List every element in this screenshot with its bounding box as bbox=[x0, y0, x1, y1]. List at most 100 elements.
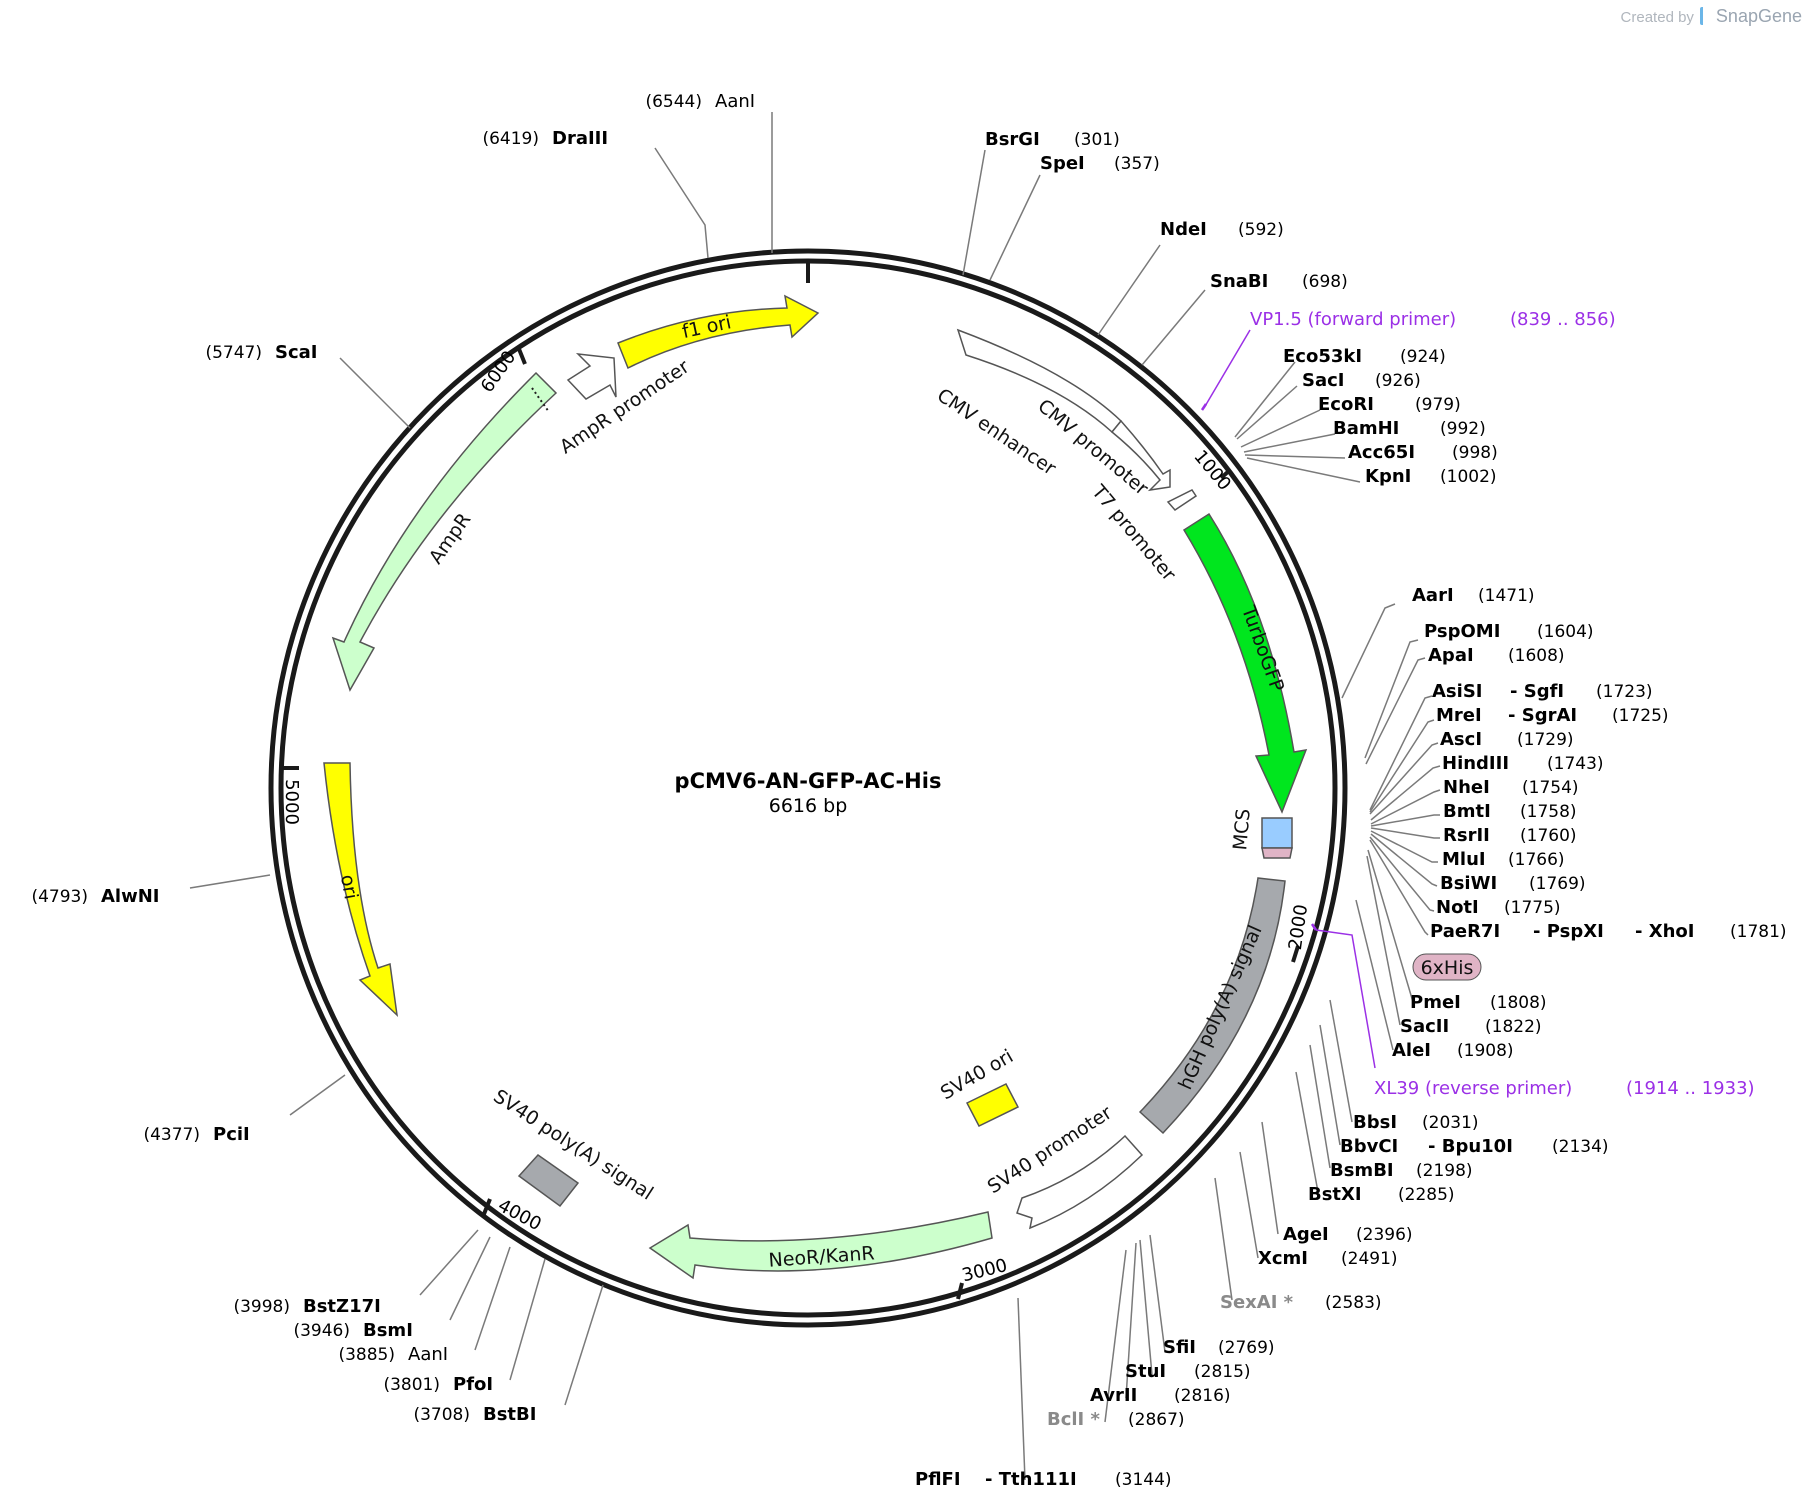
site-label: SexAI * bbox=[1220, 1292, 1294, 1313]
leader-line bbox=[1366, 855, 1401, 1026]
site-position: (2815) bbox=[1194, 1362, 1251, 1382]
primer-reverse-label: XL39 (reverse primer) bbox=[1374, 1078, 1572, 1099]
site-label: AanI bbox=[715, 91, 755, 112]
site-position: (3144) bbox=[1115, 1470, 1172, 1490]
ampr-arrow bbox=[331, 371, 558, 692]
site-label: AlwNI bbox=[101, 886, 160, 907]
sv40-polya-box bbox=[517, 1154, 580, 1208]
feature-label-f1-ori: f1 ori bbox=[680, 311, 733, 343]
site-position: (1775) bbox=[1504, 898, 1561, 918]
leader-line bbox=[1329, 999, 1353, 1123]
site-label: BstZ17I bbox=[303, 1296, 381, 1317]
leader-line bbox=[962, 149, 986, 276]
sv40-promoter-arrow bbox=[1016, 1134, 1144, 1230]
site-position: (2396) bbox=[1356, 1225, 1413, 1245]
site-label: DraIII bbox=[552, 128, 608, 149]
primer-forward-label: VP1.5 (forward primer) bbox=[1250, 309, 1456, 330]
tick-6000 bbox=[517, 348, 527, 365]
site-position: (1769) bbox=[1529, 874, 1586, 894]
site-label: SfiI bbox=[1163, 1337, 1196, 1358]
leader-line bbox=[1243, 433, 1336, 453]
site-position: (3801) bbox=[383, 1375, 440, 1395]
feature-label-ampr-promoter: AmpR promoter bbox=[556, 356, 694, 459]
site-position: (1471) bbox=[1478, 586, 1535, 606]
features bbox=[323, 294, 1308, 1280]
site-label: BstBI bbox=[483, 1404, 536, 1425]
site-label: KpnI bbox=[1365, 466, 1411, 487]
site-label: NheI bbox=[1443, 777, 1490, 798]
site-label: PfoI bbox=[453, 1374, 493, 1395]
f1-ori-arrow bbox=[617, 294, 820, 370]
leader-line bbox=[449, 1236, 491, 1321]
site-label: BsrGI bbox=[985, 129, 1040, 150]
leader-line bbox=[1370, 827, 1440, 839]
neor-kanr-arrow bbox=[648, 1211, 993, 1280]
leader-line bbox=[1125, 1242, 1137, 1399]
site-label: - PspXI bbox=[1533, 921, 1604, 942]
leader-line bbox=[1364, 639, 1419, 759]
site-position: (1766) bbox=[1508, 850, 1565, 870]
leader-line bbox=[1261, 1121, 1279, 1235]
site-position: (1781) bbox=[1730, 922, 1787, 942]
site-position: (3998) bbox=[233, 1297, 290, 1317]
feature-label-mcs: MCS bbox=[1229, 808, 1255, 851]
feature-label-ori: ori bbox=[336, 873, 362, 901]
leader-line bbox=[1239, 1151, 1259, 1259]
plasmid-length: 6616 bp bbox=[769, 795, 848, 817]
site-label: BclI * bbox=[1047, 1409, 1101, 1430]
leader-line bbox=[1355, 899, 1394, 1051]
leader-line bbox=[1236, 385, 1298, 440]
site-label: PciI bbox=[213, 1124, 250, 1145]
site-position: (1604) bbox=[1537, 622, 1594, 642]
site-position: (5747) bbox=[205, 343, 262, 363]
site-label: BsmBI bbox=[1330, 1160, 1394, 1181]
leader-line bbox=[1295, 1071, 1319, 1193]
site-label: NotI bbox=[1436, 897, 1479, 918]
feature-label-cmv-enhancer: CMV enhancer bbox=[933, 384, 1060, 480]
site-label: SnaBI bbox=[1210, 271, 1268, 292]
primer-markers bbox=[1200, 329, 1376, 1069]
leader-line bbox=[419, 1229, 479, 1296]
leader-line bbox=[1141, 289, 1206, 366]
leader-line bbox=[1246, 457, 1361, 483]
site-position: (2134) bbox=[1552, 1137, 1609, 1157]
site-label: BmtI bbox=[1443, 801, 1491, 822]
tick-label-3000: 3000 bbox=[960, 1255, 1010, 1286]
site-position: (592) bbox=[1238, 220, 1284, 240]
feature-label-6xhis: 6xHis bbox=[1421, 957, 1474, 979]
site-label: BbsI bbox=[1353, 1112, 1397, 1133]
site-position: (357) bbox=[1114, 154, 1160, 174]
site-position: (2769) bbox=[1218, 1338, 1275, 1358]
site-position: (926) bbox=[1375, 371, 1421, 391]
site-label: - Tth111I bbox=[985, 1469, 1077, 1490]
leader-line bbox=[1369, 836, 1435, 912]
site-position: (3708) bbox=[413, 1405, 470, 1425]
leader-line bbox=[1370, 789, 1441, 825]
leader-line bbox=[509, 1258, 546, 1381]
leader-line bbox=[1365, 657, 1426, 765]
site-label: ScaI bbox=[275, 342, 317, 363]
ori-arrow bbox=[323, 762, 399, 1018]
site-position: (6419) bbox=[482, 129, 539, 149]
site-label: AsiSI bbox=[1432, 681, 1482, 702]
site-label: SacII bbox=[1400, 1016, 1449, 1037]
leader-line bbox=[1309, 1044, 1331, 1169]
t7-promoter-arrow bbox=[1166, 489, 1198, 511]
site-position: (1729) bbox=[1517, 730, 1574, 750]
hgh-polya-arrow bbox=[1138, 877, 1286, 1135]
tick-4000 bbox=[482, 1198, 492, 1215]
leader-line bbox=[1017, 1297, 1026, 1481]
site-label: BbvCI bbox=[1340, 1136, 1398, 1157]
site-label: BamHI bbox=[1333, 418, 1399, 439]
site-position: (998) bbox=[1452, 443, 1498, 463]
leader-line bbox=[1214, 1177, 1233, 1301]
tick-marks bbox=[281, 262, 1300, 1300]
site-position: (698) bbox=[1302, 272, 1348, 292]
site-label: ApaI bbox=[1428, 645, 1474, 666]
site-label: AleI bbox=[1392, 1040, 1431, 1061]
reverse-primer-marker bbox=[1310, 923, 1318, 931]
site-label: MluI bbox=[1442, 849, 1486, 870]
site-label: BsiWI bbox=[1440, 873, 1497, 894]
site-position: (1725) bbox=[1612, 706, 1669, 726]
